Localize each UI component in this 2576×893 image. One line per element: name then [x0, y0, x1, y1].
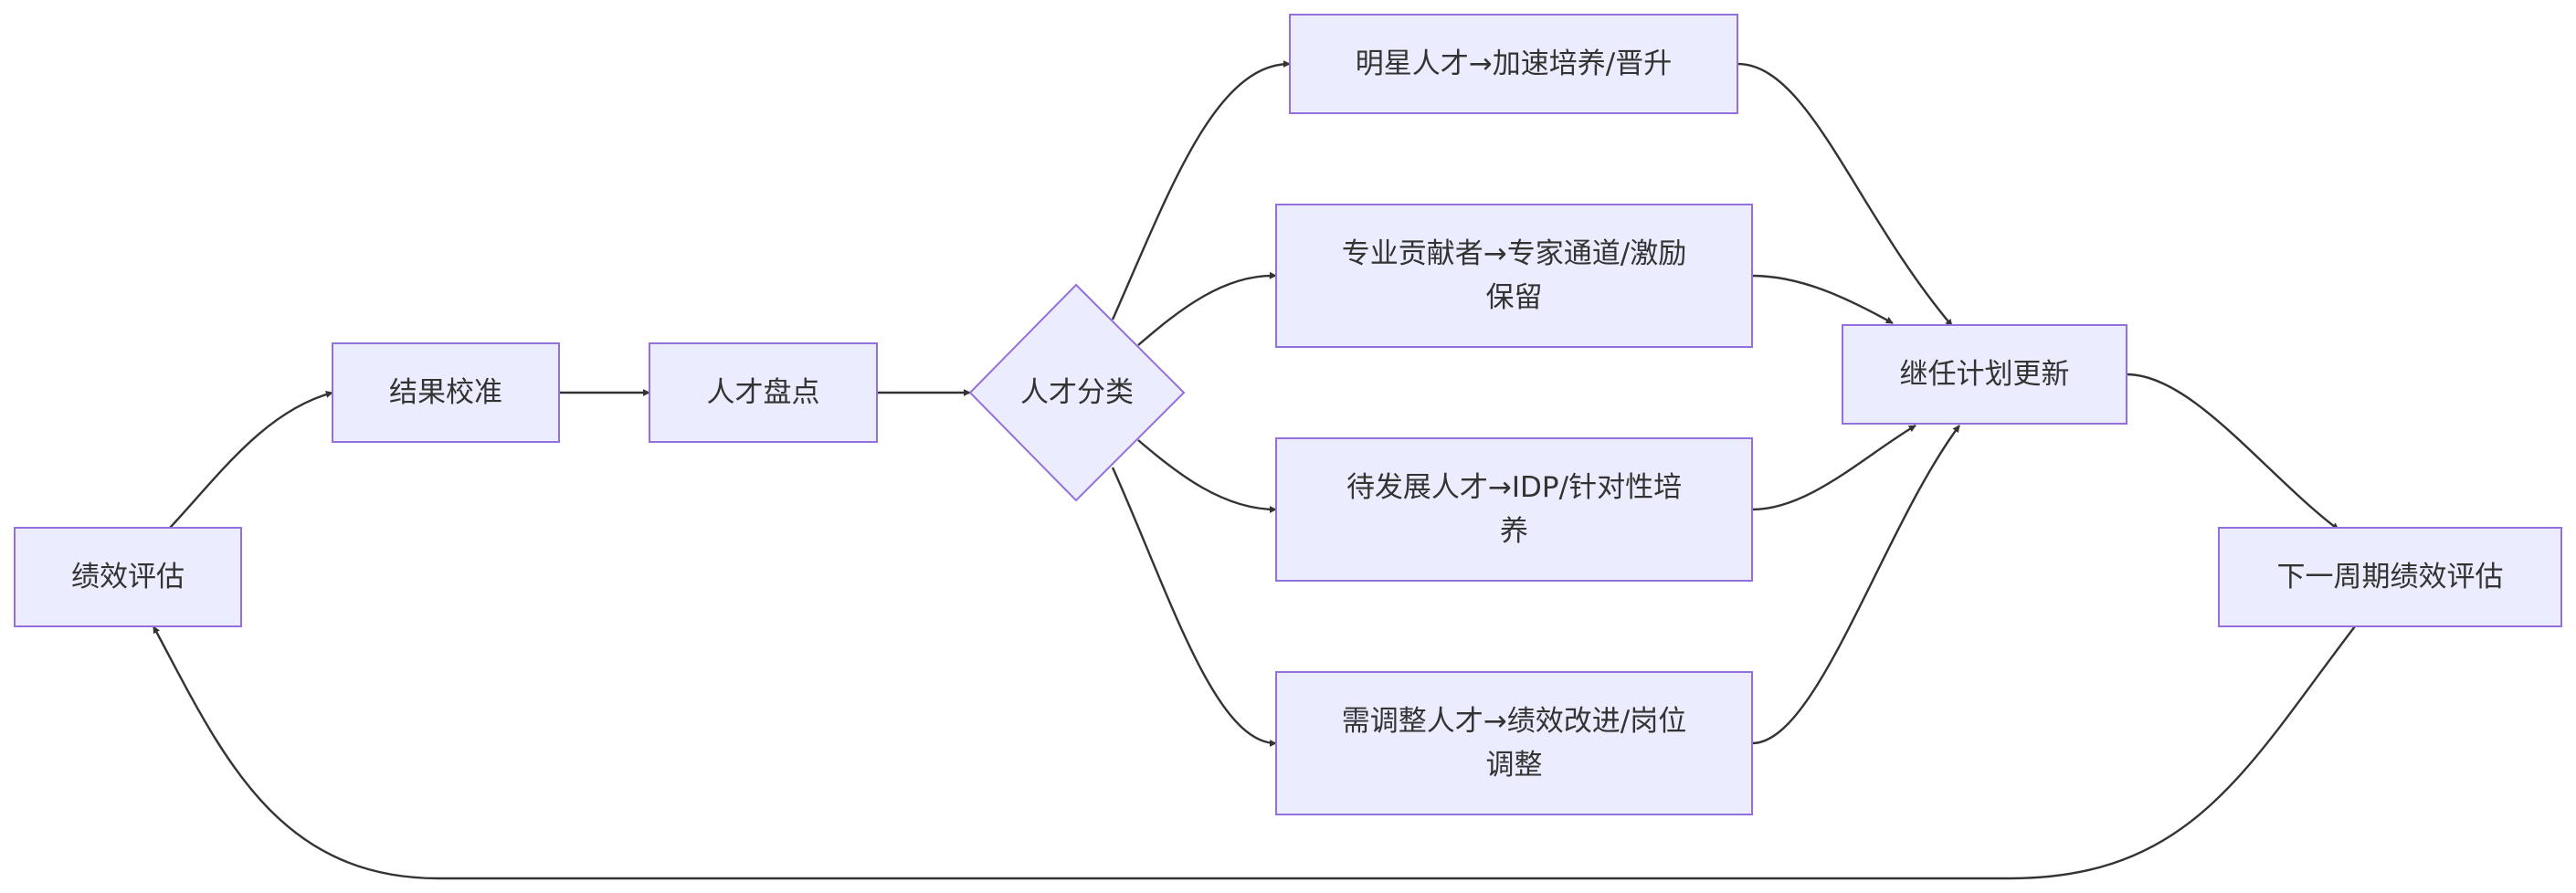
node-diamond-classify: [968, 283, 1186, 502]
edge-classify-to-expert: [1137, 271, 1277, 346]
edge-adjust-to-succession: [1751, 425, 1960, 745]
node-box-star: [1289, 14, 1738, 114]
node-box-adjust: [1275, 671, 1753, 815]
node-expert: 专业贡献者→专家通道/激励保留: [1341, 237, 1687, 314]
edge-classify-to-star: [1111, 60, 1291, 320]
edge-next-cycle-to-perf-eval: [152, 625, 2356, 880]
node-shapes: [14, 14, 2562, 815]
node-star: 明星人才→加速培养/晋升: [1355, 47, 1673, 80]
edge-classify-to-adjust: [1111, 467, 1277, 747]
node-box-perf-eval: [14, 527, 242, 627]
edge-perf-eval-to-calibration: [169, 391, 333, 529]
node-develop: 待发展人才→IDP/针对性培养: [1346, 471, 1683, 548]
node-box-next-cycle: [2218, 527, 2562, 627]
node-classify: 人才分类: [1020, 376, 1134, 409]
edges: [152, 60, 2356, 880]
node-adjust: 需调整人才→绩效改进/岗位调整: [1341, 705, 1687, 782]
edge-classify-to-develop: [1137, 439, 1277, 513]
edge-develop-to-succession: [1751, 424, 1916, 511]
node-talent-review: 人才盘点: [706, 376, 820, 409]
node-succession: 继任计划更新: [1899, 358, 2070, 391]
node-box-calibration: [332, 342, 560, 443]
edge-expert-to-succession: [1751, 274, 1894, 325]
node-box-develop: [1275, 437, 1753, 582]
node-next-cycle: 下一周期绩效评估: [2276, 561, 2504, 594]
edge-star-to-succession: [1737, 62, 1953, 327]
node-box-talent-review: [649, 342, 878, 443]
node-box-succession: [1842, 324, 2127, 425]
node-perf-eval: 绩效评估: [71, 561, 185, 594]
node-calibration: 结果校准: [389, 376, 502, 409]
node-box-expert: [1275, 204, 1753, 348]
edge-succession-to-next-cycle: [2126, 373, 2339, 531]
